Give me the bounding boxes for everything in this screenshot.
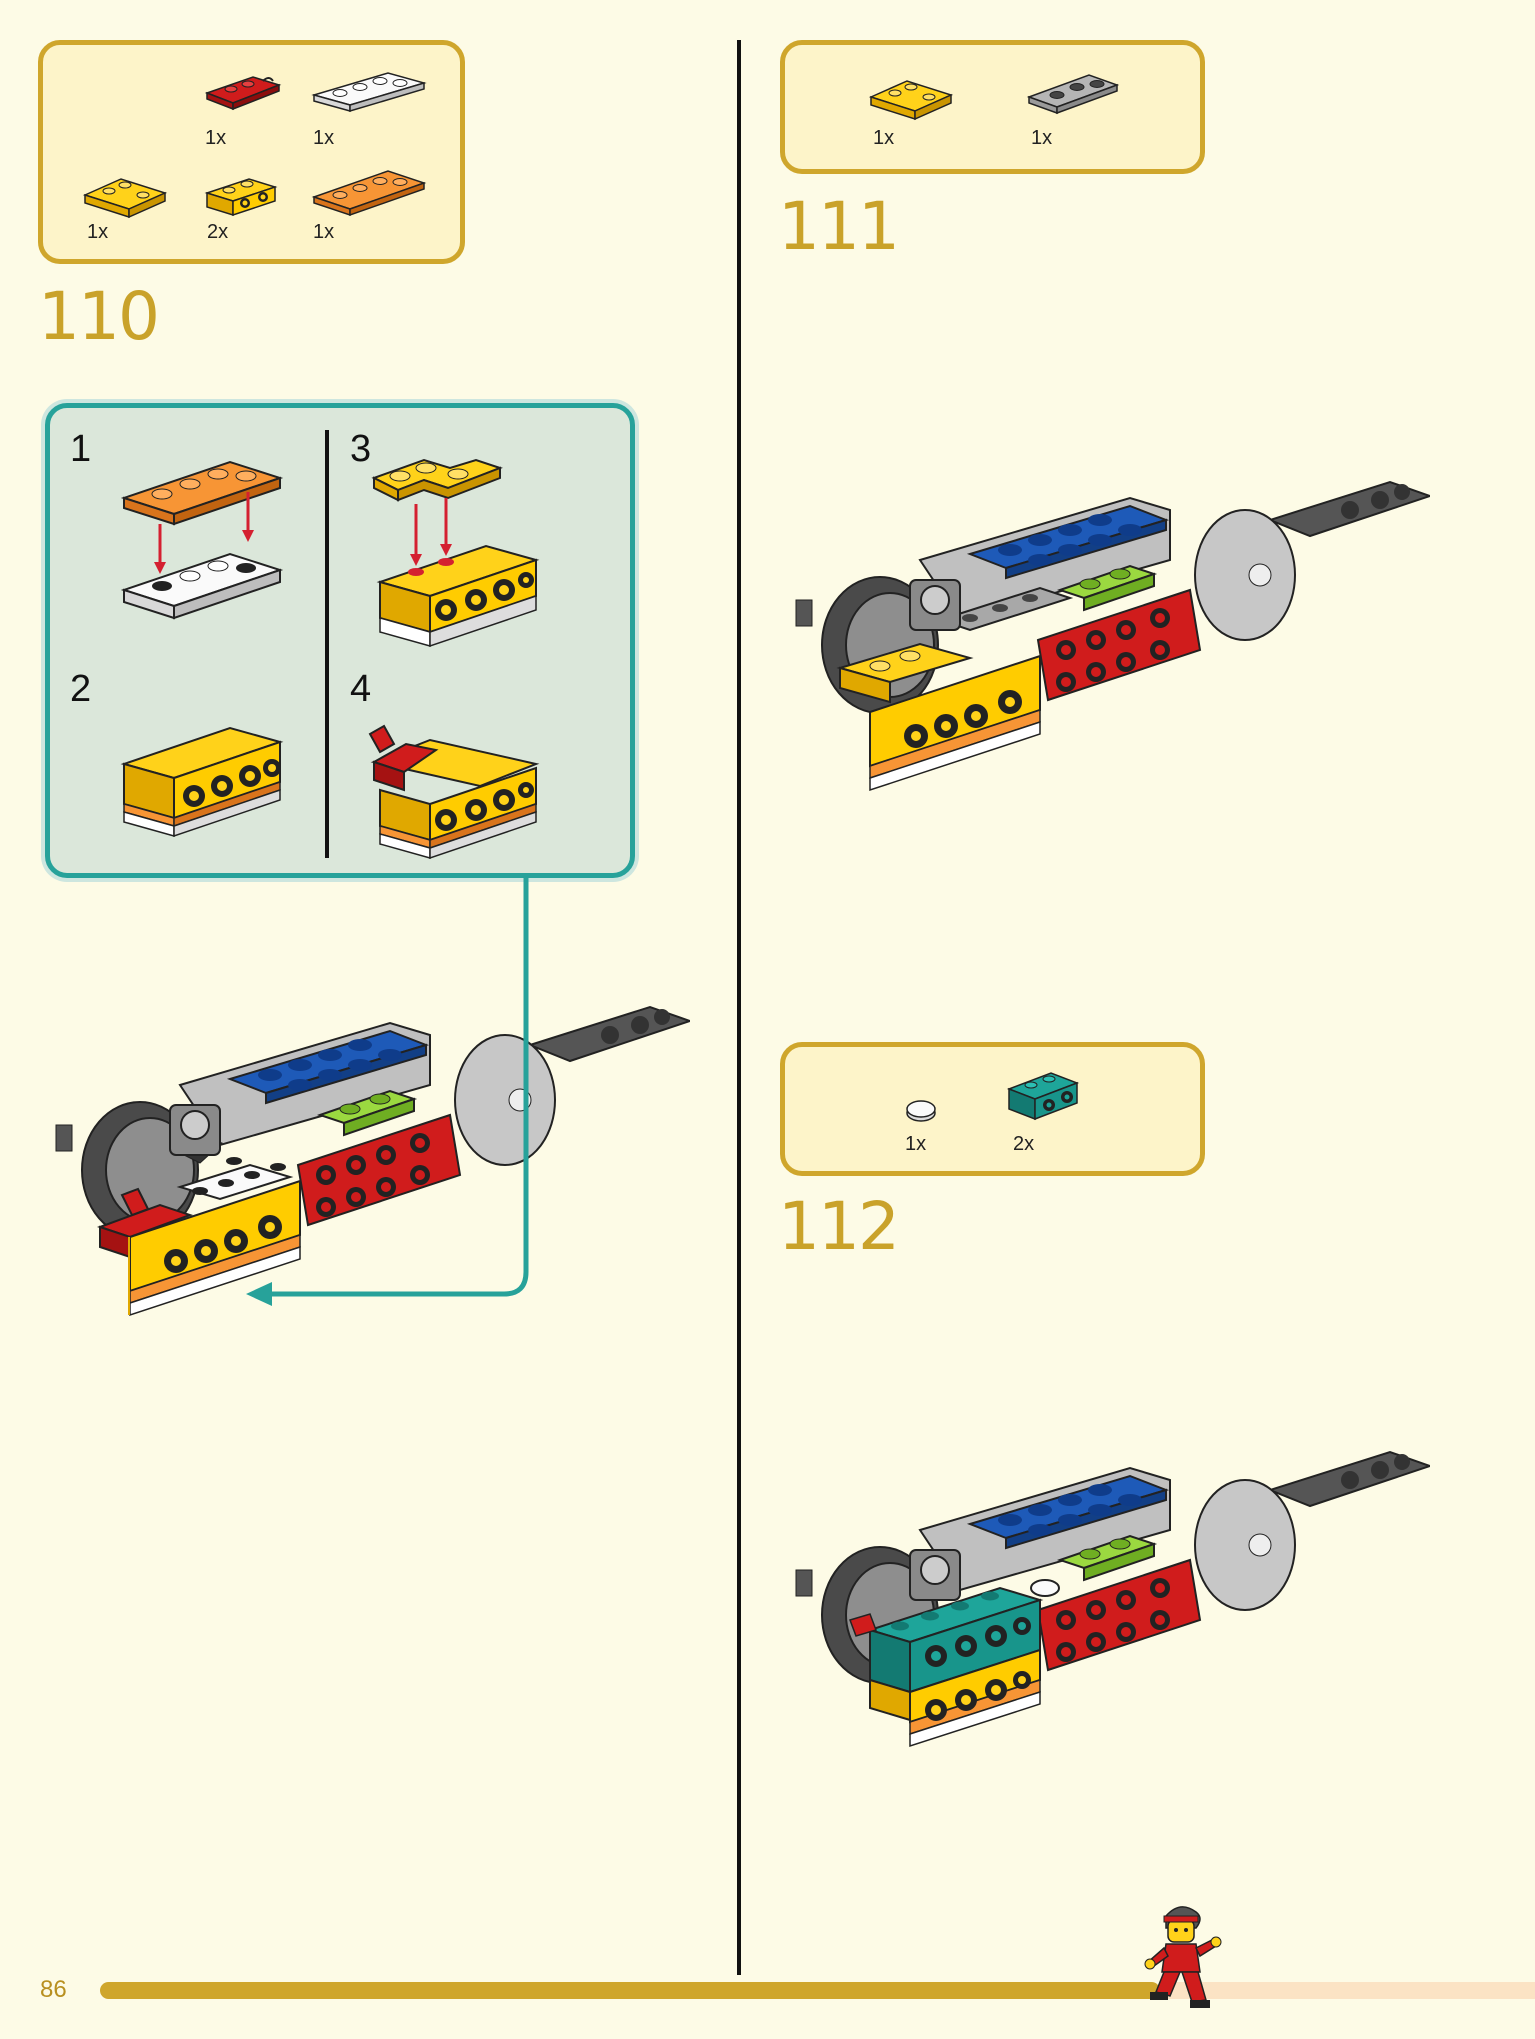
- part-qty-gray-plate: 1x: [1031, 127, 1053, 149]
- substep-number-2: 2: [70, 668, 92, 710]
- column-divider: [737, 40, 741, 1975]
- white-round-tile-icon: [906, 1100, 936, 1122]
- white-plate-1x4-icon: [311, 72, 427, 113]
- substep-3-illustration: [371, 458, 540, 648]
- substep-4-illustration: [368, 724, 540, 860]
- page-number: 86: [40, 1976, 67, 2003]
- substep-1-illustration: [120, 460, 284, 620]
- part-qty-white-round-tile: 1x: [905, 1133, 927, 1155]
- progress-bar-remaining: [1160, 1982, 1535, 1999]
- part-qty-red-plate: 1x: [205, 127, 227, 149]
- callout-connector-arrow: [246, 878, 529, 1306]
- substep-number-4: 4: [350, 668, 372, 710]
- part-qty-orange-plate: 1x: [313, 221, 335, 243]
- yellow-corner-plate-icon: [82, 178, 168, 219]
- part-qty-yellow-corner-plate: 1x: [87, 221, 109, 243]
- step-112-model: [795, 1450, 1430, 1748]
- part-qty-yellow-bracket: 2x: [207, 221, 229, 243]
- substep-number-1: 1: [70, 428, 92, 470]
- step-111-model: [795, 480, 1430, 792]
- progress-bar: [100, 1982, 1160, 1999]
- red-plate-with-clip-icon: [204, 76, 282, 111]
- minifigure-runner-icon: [1144, 1906, 1222, 2008]
- step-number-112: 112: [778, 1188, 900, 1265]
- part-qty-teal-bracket: 2x: [1013, 1133, 1035, 1155]
- yellow-corner-plate-icon: [868, 80, 954, 121]
- substep-number-3: 3: [350, 428, 372, 470]
- parts-box-step-110: 1x 1x 1x 2x 1x: [38, 40, 465, 264]
- orange-plate-1x4-icon: [311, 170, 427, 217]
- parts-box-step-111: 1x 1x: [780, 40, 1205, 174]
- gray-plate-1x3-icon: [1026, 74, 1120, 115]
- substep-divider: [325, 430, 329, 858]
- step-110-model: [55, 1005, 690, 1317]
- yellow-bracket-brick-icon: [204, 178, 278, 217]
- step-number-110: 110: [38, 278, 160, 355]
- parts-box-step-112: 1x 2x: [780, 1042, 1205, 1176]
- teal-bracket-brick-icon: [1006, 1072, 1080, 1121]
- part-qty-white-plate: 1x: [313, 127, 335, 149]
- substep-2-illustration: [120, 726, 284, 838]
- substep-callout: 1 2 3 4: [45, 403, 635, 878]
- part-qty-yellow-corner-plate: 1x: [873, 127, 895, 149]
- step-number-111: 111: [778, 188, 900, 265]
